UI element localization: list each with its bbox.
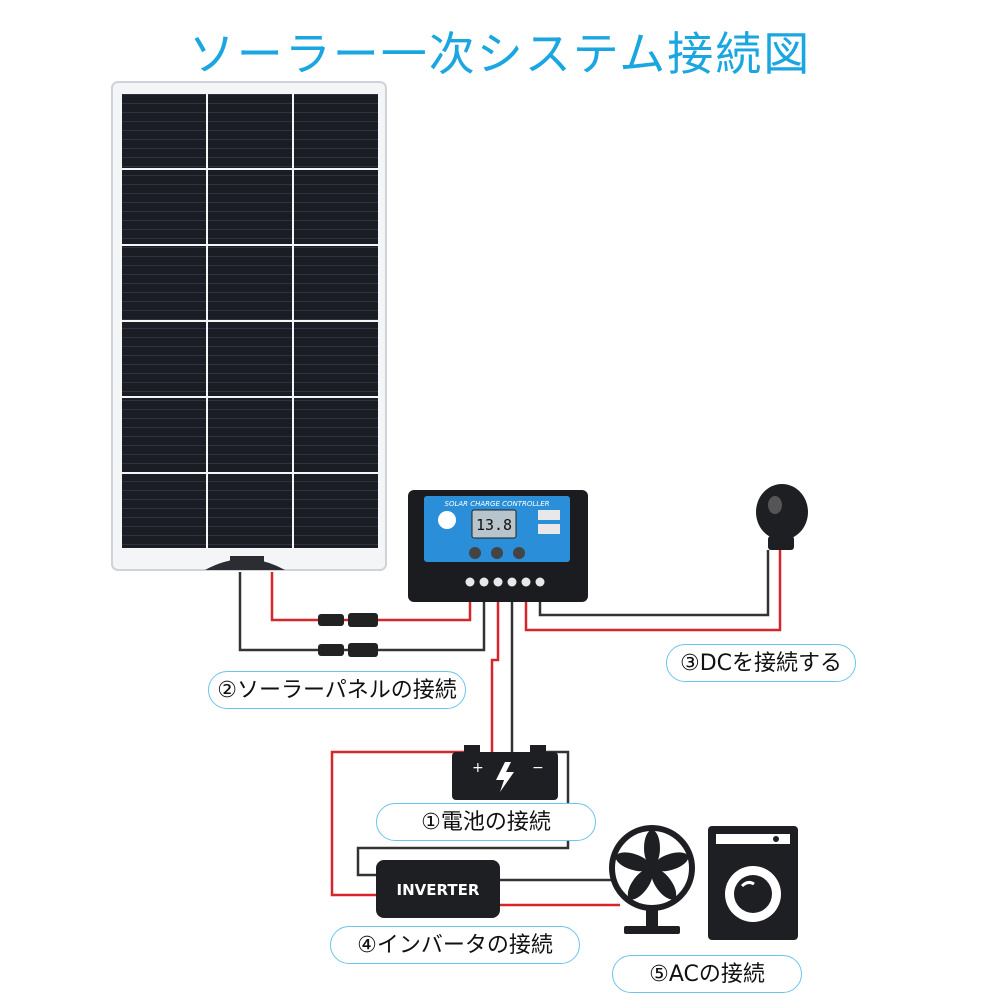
inverter-icon: INVERTER	[376, 860, 500, 918]
solar-cell	[208, 474, 292, 548]
mc4-connectors	[318, 613, 378, 657]
solar-cell	[294, 246, 378, 320]
solar-cell	[122, 246, 206, 320]
inverter-label: INVERTER	[397, 881, 480, 899]
charge-controller: SOLAR CHARGE CONTROLLER 13.8	[408, 490, 588, 602]
solar-cell	[208, 94, 292, 168]
solar-cell	[122, 322, 206, 396]
fan-blade	[644, 830, 660, 866]
fan-blade	[627, 868, 653, 900]
battery-minus: −	[532, 760, 544, 776]
callout-battery-connection: ①電池の接続	[376, 803, 596, 841]
solar-cell	[122, 94, 206, 168]
fan-blade	[653, 852, 689, 872]
controller-terminal	[521, 577, 531, 587]
fan-blade	[651, 868, 677, 900]
fan-icon	[609, 825, 695, 934]
controller-terminal	[535, 577, 545, 587]
solar-cell	[294, 398, 378, 472]
battery-icon: + −	[452, 745, 558, 800]
solar-cell	[122, 398, 206, 472]
light-bulb-icon	[756, 484, 808, 550]
solar-cell	[208, 322, 292, 396]
solar-cell	[208, 398, 292, 472]
controller-terminal	[507, 577, 517, 587]
battery-plus: +	[472, 760, 484, 776]
controller-terminal	[493, 577, 503, 587]
controller-display: 13.8	[476, 516, 512, 534]
page-title: ソーラー一次システム接続図	[188, 27, 812, 81]
wires	[238, 550, 782, 907]
controller-label: SOLAR CHARGE CONTROLLER	[445, 500, 550, 508]
solar-cell	[122, 170, 206, 244]
solar-cell	[208, 170, 292, 244]
solar-cell	[294, 474, 378, 548]
callout-dc-connection: ③DCを接続する	[666, 644, 856, 682]
callout-ac-connection: ⑤ACの接続	[612, 955, 802, 993]
solar-cell	[208, 246, 292, 320]
fan-blade	[615, 852, 651, 872]
callout-solar-connection: ②ソーラーパネルの接続	[208, 671, 466, 709]
callout-inverter-connection: ④インバータの接続	[330, 926, 580, 964]
solar-cell	[122, 474, 206, 548]
washing-machine-icon	[708, 826, 798, 940]
solar-panel	[111, 81, 387, 571]
solar-cell	[294, 94, 378, 168]
controller-terminal	[479, 577, 489, 587]
controller-terminal	[465, 577, 475, 587]
solar-cell	[294, 322, 378, 396]
solar-cell	[294, 170, 378, 244]
